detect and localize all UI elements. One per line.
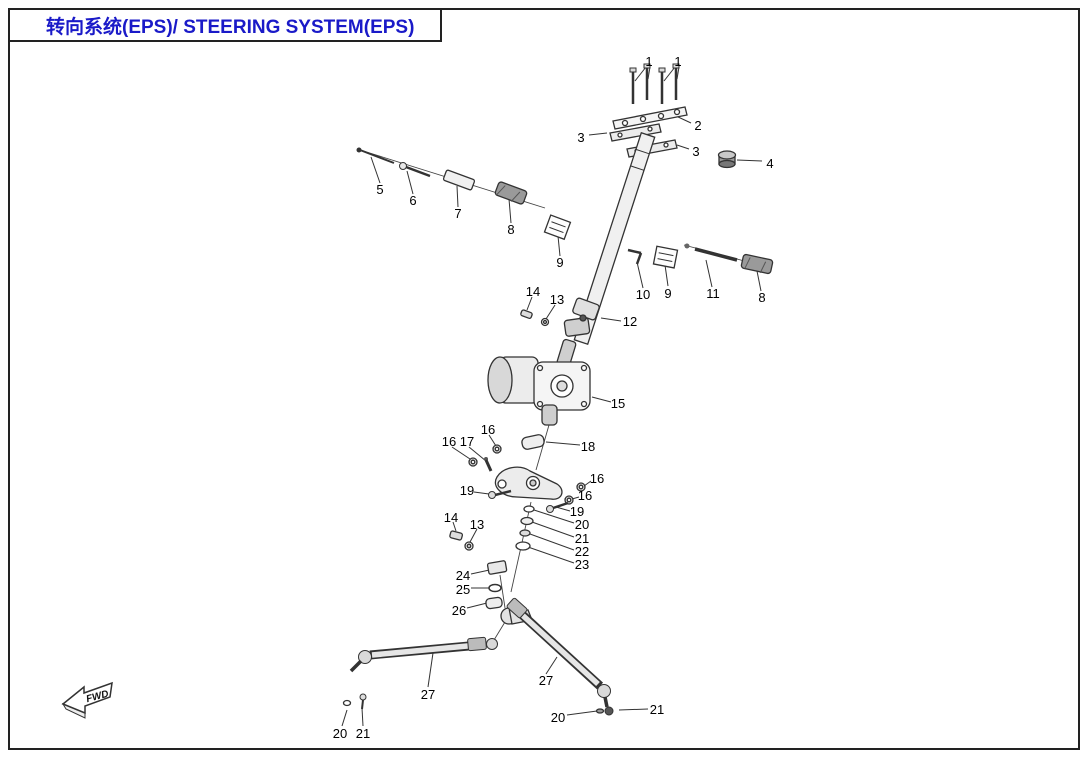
callout-label: 25 <box>456 582 470 597</box>
part-ring-25 <box>488 583 502 593</box>
part-nut-21-bottom-right <box>604 706 614 716</box>
part-eps-gearbox-15 <box>487 338 591 426</box>
callout-label: 21 <box>575 531 589 546</box>
page-title: 转向系统(EPS)/ STEERING SYSTEM(EPS) <box>46 16 415 38</box>
callout-label: 19 <box>570 504 584 519</box>
part-damper-9-right <box>652 245 679 269</box>
part-clamp-3-upper <box>609 123 662 142</box>
part-stem-clamp-24 <box>486 560 508 575</box>
callout-label: 11 <box>706 286 720 301</box>
part-rod-11 <box>684 243 738 262</box>
part-screw-5 <box>356 147 395 164</box>
part-washer-23 <box>515 541 531 551</box>
callout-label: 12 <box>623 314 637 329</box>
callout-label: 10 <box>636 287 650 302</box>
callout-label: 22 <box>575 544 589 559</box>
part-spring-washer-22 <box>519 529 531 537</box>
callout-label: 13 <box>470 517 484 532</box>
part-cap-4 <box>717 150 737 169</box>
page-border <box>8 8 1080 750</box>
part-washer-13-lower <box>464 541 474 551</box>
callout-label: 4 <box>766 156 773 171</box>
part-bolt-6 <box>399 162 431 178</box>
title-bar: 转向系统(EPS)/ STEERING SYSTEM(EPS) <box>8 8 442 42</box>
callout-label: 27 <box>421 687 435 702</box>
part-bolts-1 <box>629 63 680 104</box>
part-pin-14-lower <box>449 530 464 541</box>
part-spacer-18 <box>521 434 545 450</box>
part-bushing-8-left <box>494 181 528 205</box>
callout-label: 1 <box>674 54 681 69</box>
part-washer-20-bottom-right <box>595 708 605 714</box>
part-nut-16-a <box>492 444 502 454</box>
part-nut-16-d <box>564 495 574 505</box>
part-clamp-bar-2 <box>612 106 688 130</box>
callout-label: 16 <box>578 488 592 503</box>
callout-label: 16 <box>590 471 604 486</box>
part-washer-20 <box>523 505 535 513</box>
callout-label: 2 <box>694 118 701 133</box>
callout-label: 26 <box>452 603 466 618</box>
part-tierod-left <box>349 636 498 673</box>
callout-label: 17 <box>460 434 474 449</box>
callout-label: 9 <box>664 286 671 301</box>
callout-label: 14 <box>444 510 458 525</box>
callout-label: 3 <box>692 144 699 159</box>
part-spacer-7 <box>442 169 476 191</box>
part-nut-16-b <box>468 457 478 467</box>
part-bolt-19-right <box>546 501 569 513</box>
callout-label: 18 <box>581 439 595 454</box>
callout-label: 6 <box>409 193 416 208</box>
callout-label: 8 <box>507 222 514 237</box>
part-washer-21 <box>520 516 534 526</box>
callout-label: 20 <box>551 710 565 725</box>
leader-lines <box>341 66 763 727</box>
part-nut-16-c <box>576 482 586 492</box>
callout-label: 7 <box>454 206 461 221</box>
part-bolt-14-upper <box>520 309 533 319</box>
callout-label: 20 <box>333 726 347 741</box>
callout-label: 14 <box>526 284 540 299</box>
callout-label: 16 <box>481 422 495 437</box>
part-washer-13-upper <box>540 317 550 327</box>
callout-label: 1 <box>645 54 652 69</box>
fwd-arrow: FWD <box>61 681 113 719</box>
part-damper-9-left <box>543 214 572 241</box>
callout-label: 9 <box>556 255 563 270</box>
callout-labels: 1 1 2 3 3 4 5 6 7 8 9 10 9 11 8 14 13 12… <box>333 54 774 741</box>
part-washer-20-bottom-left <box>342 699 352 707</box>
part-bolt-19-left <box>488 489 512 499</box>
callout-label: 8 <box>758 290 765 305</box>
part-pin-10 <box>627 248 643 265</box>
callout-label: 21 <box>356 726 370 741</box>
callout-label: 15 <box>611 396 625 411</box>
part-ujoint-12 <box>563 297 600 337</box>
callout-label: 16 <box>442 434 456 449</box>
part-steering-arm <box>494 466 563 500</box>
part-stud-17 <box>484 457 493 472</box>
callout-label: 13 <box>550 292 564 307</box>
callout-label: 19 <box>460 483 474 498</box>
callout-label: 21 <box>650 702 664 717</box>
callout-label: 3 <box>577 130 584 145</box>
callout-label: 27 <box>539 673 553 688</box>
part-bolt-21-bottom-left <box>359 693 367 710</box>
part-spacer-26 <box>485 596 503 610</box>
callout-label: 20 <box>575 517 589 532</box>
part-tierod-right <box>506 597 611 708</box>
part-bushing-8-right <box>740 253 774 275</box>
callout-label: 23 <box>575 557 589 572</box>
callout-label: 5 <box>376 182 383 197</box>
callout-label: 24 <box>456 568 470 583</box>
